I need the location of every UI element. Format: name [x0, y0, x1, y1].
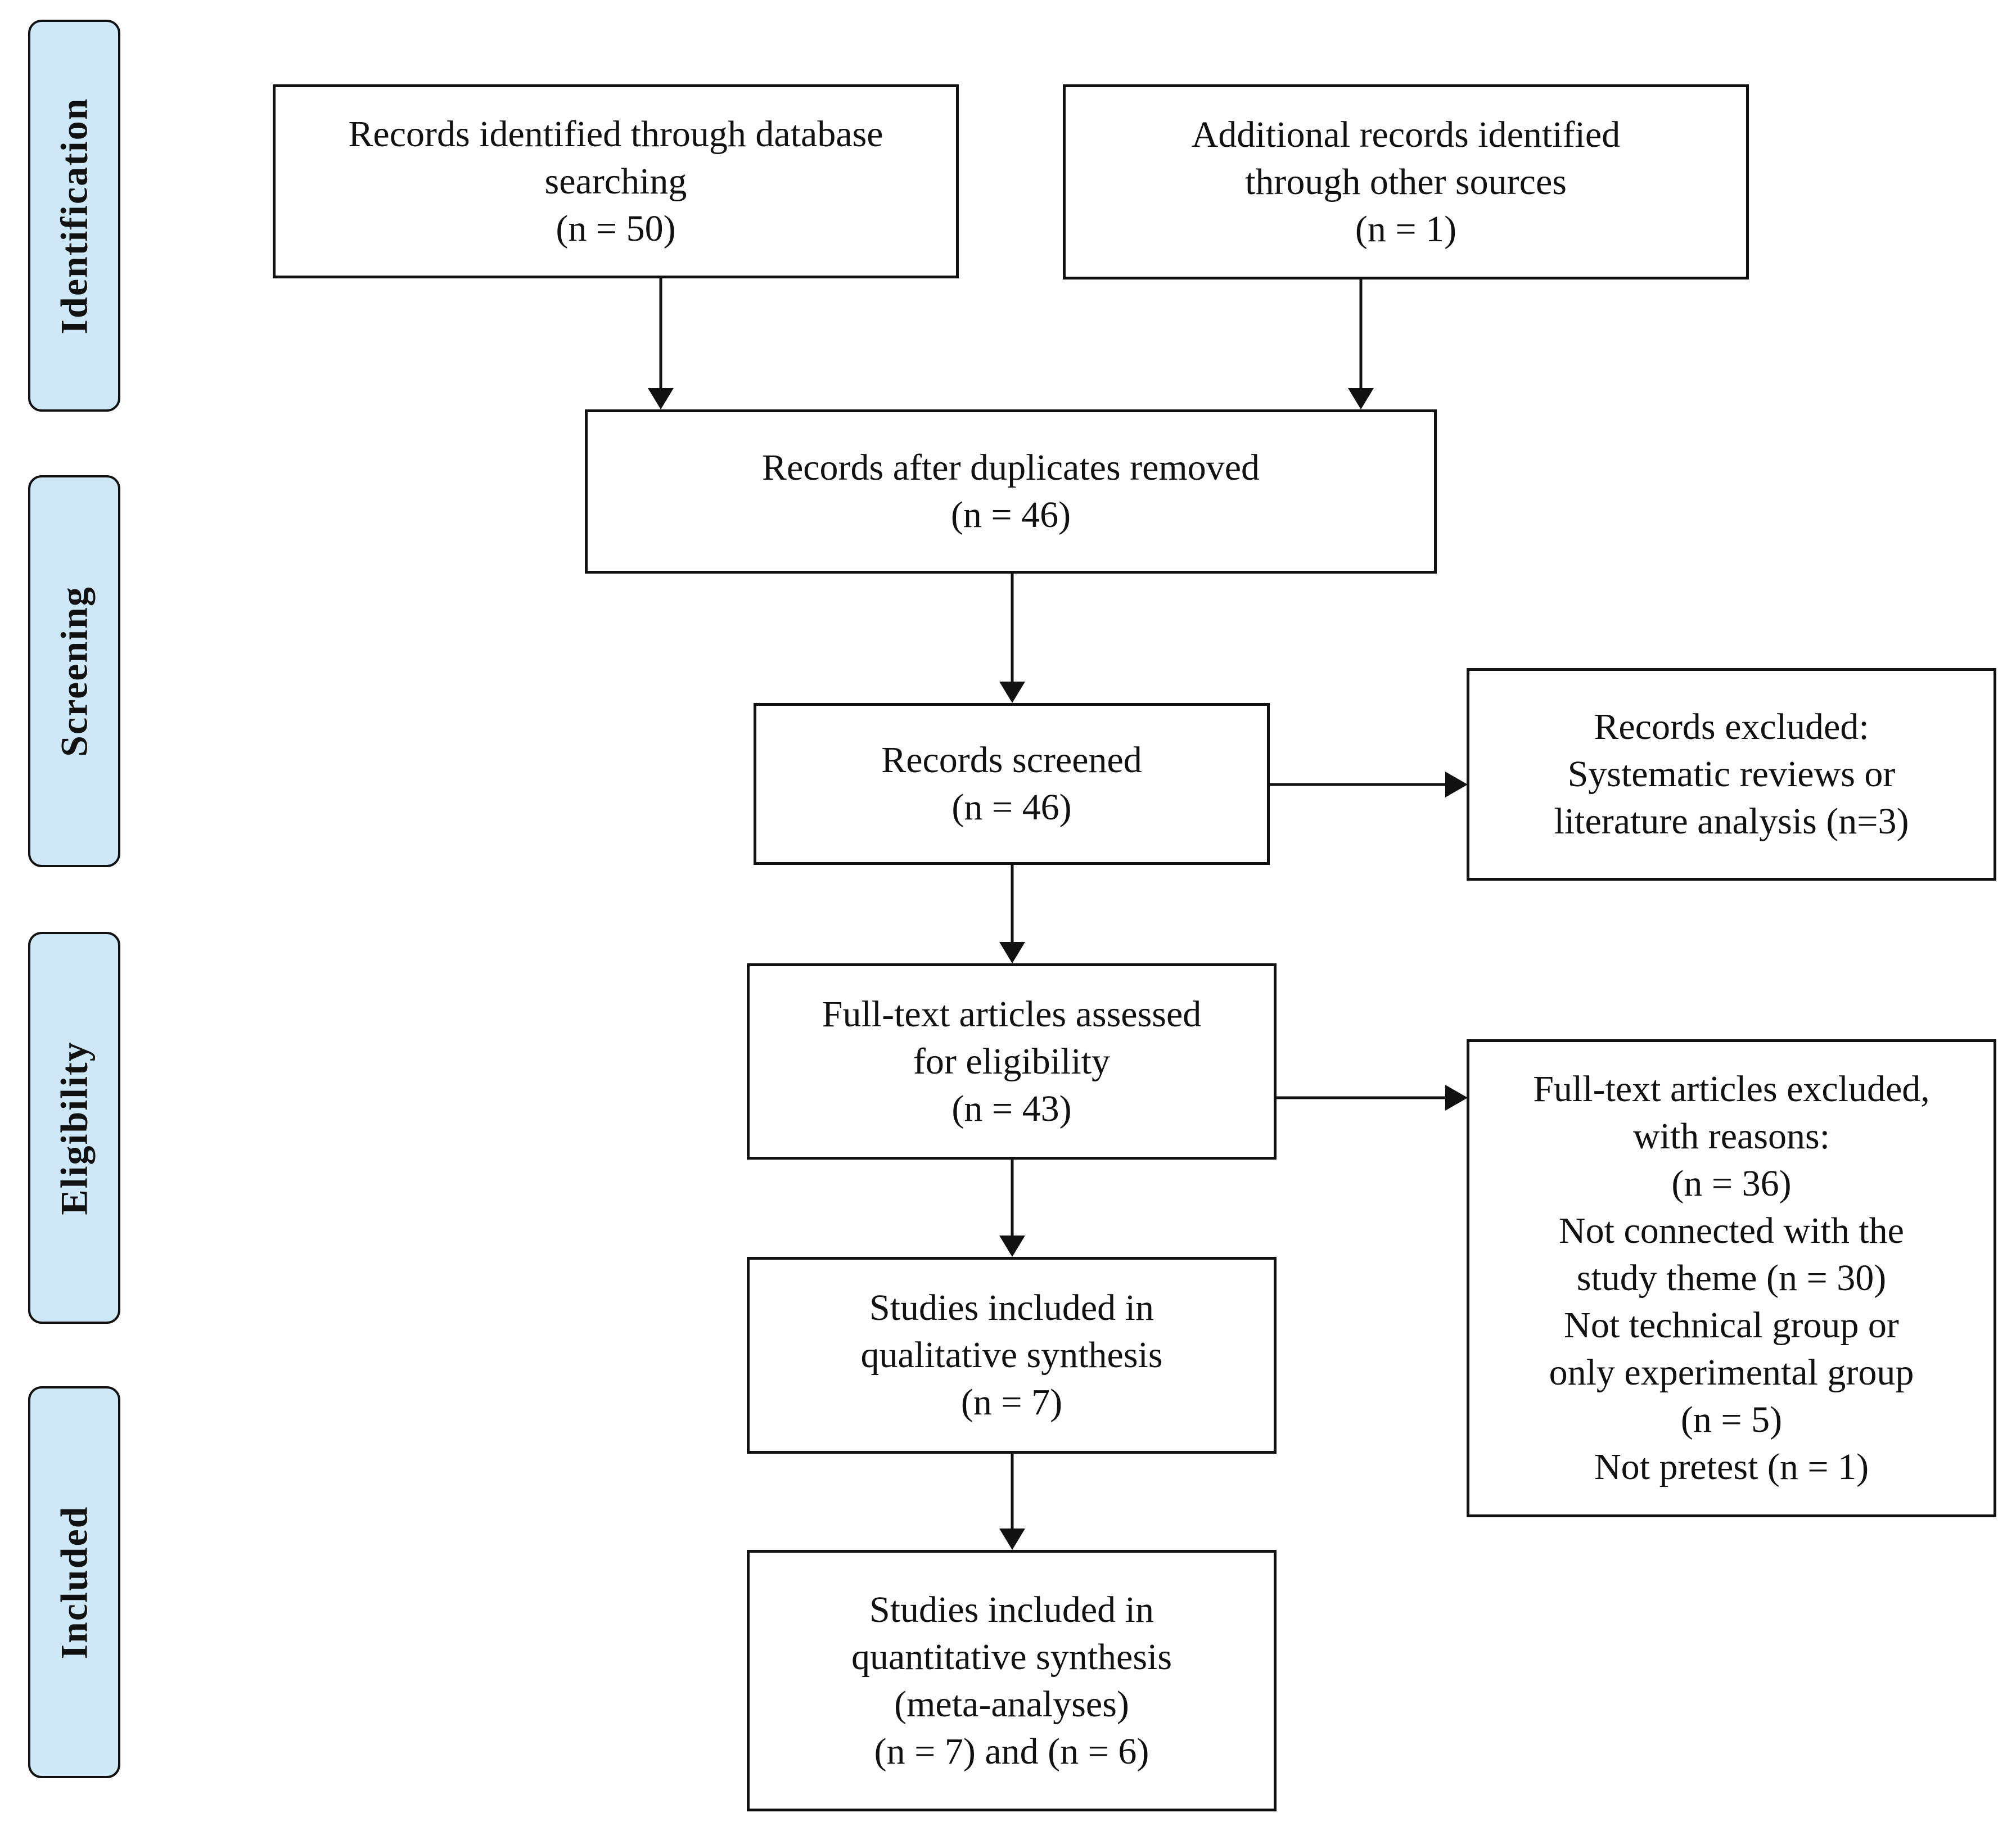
phase-identification-label: Identification: [52, 97, 96, 334]
arrowhead-duplicates-to-screened: [999, 682, 1025, 703]
box-records-screened: Records screened (n = 46): [754, 703, 1270, 865]
box-qualitative-synthesis: Studies included in qualitative synthesi…: [747, 1257, 1277, 1454]
phase-screening: Screening: [28, 475, 120, 867]
phase-eligibility: Eligibility: [28, 932, 120, 1324]
arrowhead-fulltext-to-qualitative: [999, 1236, 1025, 1257]
box-quantitative-synthesis-line3: (meta-analyses): [894, 1683, 1129, 1725]
arrowhead-screened-to-fulltext: [999, 942, 1025, 963]
arrowhead-qualitative-to-quantitative: [999, 1529, 1025, 1550]
box-records-excluded-line3: literature analysis (n=3): [1554, 801, 1909, 842]
box-after-duplicates-line2: (n = 46): [950, 494, 1071, 535]
box-other-sources-line1: Additional records identified: [1191, 114, 1621, 155]
box-after-duplicates: Records after duplicates removed (n = 46…: [585, 409, 1437, 574]
box-database-records-line1: Records identified through database: [348, 113, 883, 155]
box-fulltext-excluded-line1: Full-text articles excluded,: [1533, 1068, 1930, 1110]
phase-eligibility-label: Eligibility: [52, 1040, 96, 1215]
box-fulltext-excluded-line6: Not technical group or: [1564, 1305, 1899, 1346]
box-database-records: Records identified through database sear…: [273, 84, 959, 278]
box-fulltext-excluded-line3: (n = 36): [1671, 1163, 1792, 1204]
box-other-sources: Additional records identified through ot…: [1063, 84, 1749, 279]
phase-included: Included: [28, 1386, 120, 1778]
box-fulltext-excluded-line2: with reasons:: [1632, 1116, 1830, 1157]
box-records-excluded-line2: Systematic reviews or: [1567, 754, 1896, 795]
box-records-screened-line2: (n = 46): [951, 787, 1072, 828]
arrowhead-database-to-duplicates: [648, 388, 674, 409]
box-records-excluded-line1: Records excluded:: [1594, 706, 1869, 747]
box-quantitative-synthesis: Studies included in quantitative synthes…: [747, 1550, 1277, 1811]
box-qualitative-synthesis-line3: (n = 7): [960, 1382, 1063, 1423]
arrowhead-screened-to-excluded: [1445, 772, 1468, 797]
arrowhead-other-to-duplicates: [1348, 388, 1374, 409]
box-fulltext-excluded: Full-text articles excluded, with reason…: [1467, 1039, 1996, 1517]
phase-identification: Identification: [28, 20, 120, 412]
box-fulltext-excluded-line8: (n = 5): [1680, 1399, 1783, 1440]
box-database-records-line3: (n = 50): [556, 208, 676, 249]
phase-included-label: Included: [52, 1505, 96, 1659]
box-fulltext-excluded-line5: study theme (n = 30): [1576, 1257, 1887, 1299]
box-quantitative-synthesis-line4: (n = 7) and (n = 6): [874, 1730, 1149, 1772]
box-database-records-line2: searching: [544, 160, 687, 202]
phase-screening-label: Screening: [52, 585, 96, 757]
arrowhead-fulltext-to-excluded: [1445, 1085, 1468, 1111]
box-qualitative-synthesis-line2: qualitative synthesis: [860, 1334, 1163, 1376]
box-fulltext-excluded-line4: Not connected with the: [1559, 1210, 1904, 1251]
box-fulltext-assessed-line2: for eligibility: [913, 1040, 1111, 1082]
box-fulltext-assessed: Full-text articles assessed for eligibil…: [747, 963, 1277, 1160]
box-after-duplicates-line1: Records after duplicates removed: [761, 447, 1260, 488]
box-records-screened-line1: Records screened: [881, 740, 1142, 781]
box-other-sources-line2: through other sources: [1245, 161, 1567, 202]
box-other-sources-line3: (n = 1): [1355, 208, 1457, 250]
box-records-excluded: Records excluded: Systematic reviews or …: [1467, 668, 1996, 881]
box-quantitative-synthesis-line1: Studies included in: [869, 1589, 1154, 1630]
box-fulltext-excluded-line9: Not pretest (n = 1): [1594, 1446, 1869, 1487]
box-fulltext-assessed-line1: Full-text articles assessed: [822, 993, 1202, 1035]
box-qualitative-synthesis-line1: Studies included in: [869, 1287, 1154, 1328]
box-fulltext-assessed-line3: (n = 43): [951, 1088, 1072, 1129]
box-quantitative-synthesis-line2: quantitative synthesis: [851, 1636, 1172, 1678]
box-fulltext-excluded-line7: only experimental group: [1549, 1352, 1914, 1393]
